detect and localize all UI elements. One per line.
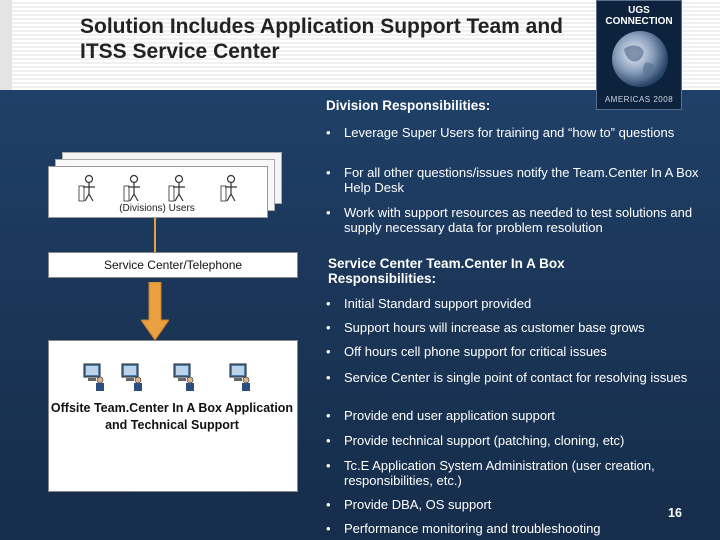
service-bullet: •Performance monitoring and troubleshoot… [326, 521, 601, 536]
service-bullet: •Off hours cell phone support for critic… [326, 344, 607, 359]
division-heading: Division Responsibilities: [326, 98, 491, 113]
offsite-label: Offsite Team.Center In A Box Application… [50, 401, 294, 432]
slide-title: Solution Includes Application Support Te… [80, 15, 564, 63]
connector-line [154, 218, 156, 252]
down-arrow-icon [141, 282, 169, 340]
users-label: (Divisions) Users [119, 203, 195, 214]
service-bullet: •Provide technical support (patching, cl… [326, 433, 625, 448]
person-icon [220, 174, 237, 202]
page-number: 16 [668, 506, 682, 520]
person-icon [78, 174, 95, 202]
service-bullet: •Tc.E Application System Administration … [326, 458, 655, 488]
computer-user-icon [229, 363, 250, 391]
division-bullet: •Leverage Super Users for training and “… [326, 125, 675, 140]
computer-user-icon [173, 363, 194, 391]
service-bullet: •Initial Standard support provided [326, 296, 532, 311]
service-bullet: •Support hours will increase as customer… [326, 320, 645, 335]
globe-icon [612, 31, 668, 87]
service-center-box: Service Center/Telephone [48, 252, 298, 278]
conference-logo: UGS CONNECTION AMERICAS 2008 [596, 0, 682, 110]
service-bullet: •Service Center is single point of conta… [326, 370, 688, 385]
logo-bottom-text: AMERICAS 2008 [604, 95, 674, 104]
division-bullet: •Work with support resources as needed t… [326, 205, 693, 235]
person-icon [168, 174, 185, 202]
logo-top-text: UGS CONNECTION [605, 5, 673, 27]
person-icon [123, 174, 140, 202]
service-bullet: •Provide end user application support [326, 408, 556, 423]
service-bullet: •Provide DBA, OS support [326, 497, 492, 512]
division-bullet: •For all other questions/issues notify t… [326, 165, 699, 195]
header-accent [0, 0, 12, 90]
computer-user-icon [83, 363, 104, 391]
computer-user-icon [121, 363, 142, 391]
service-heading: Service Center Team.Center In A Box Resp… [328, 256, 565, 286]
